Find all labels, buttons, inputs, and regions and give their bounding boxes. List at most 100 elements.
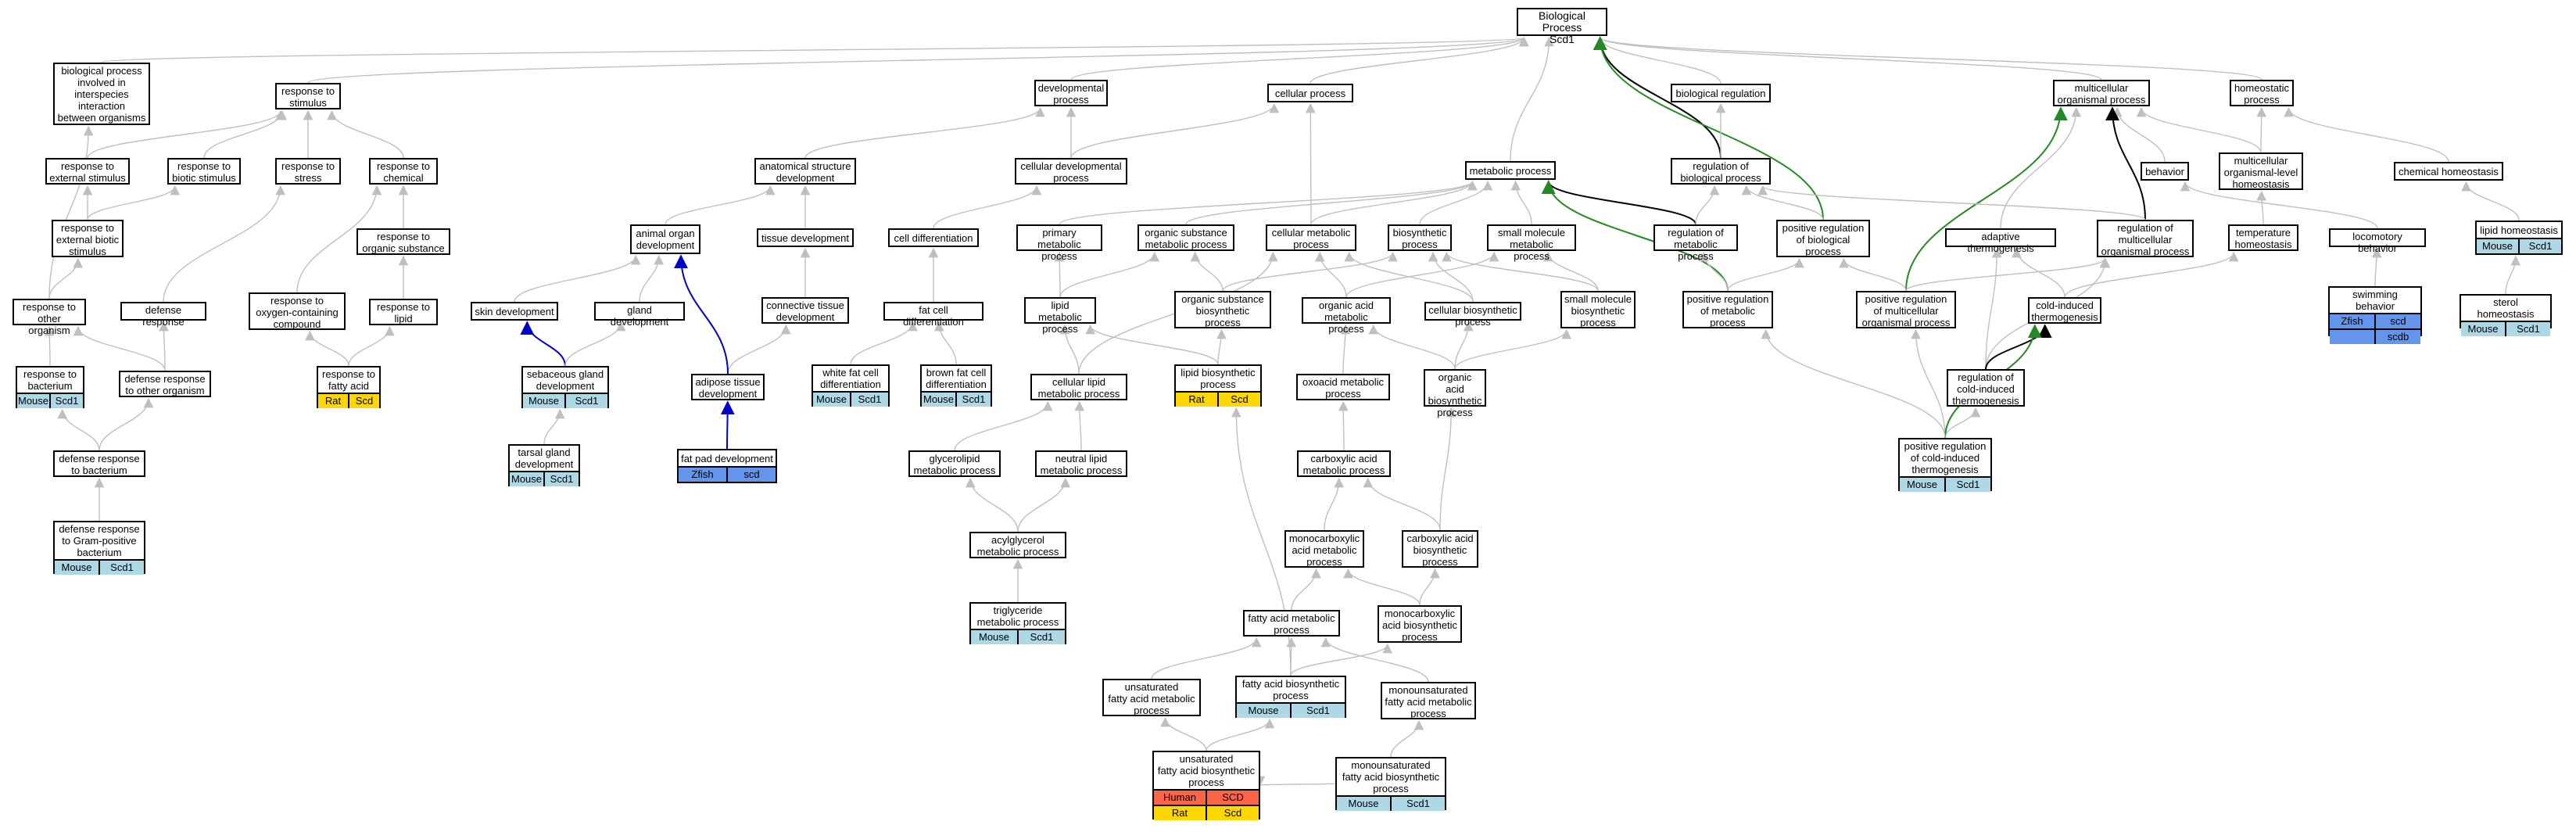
go-term-small-mol-metab[interactable]: small molecule metabolic process xyxy=(1487,224,1576,262)
is-a-edge-acylglycerol-to-neutral-lipid xyxy=(1017,477,1071,533)
go-term-primary-metab[interactable]: primary metabolic process xyxy=(1016,224,1102,262)
go-term-pos-reg-bio[interactable]: positive regulation of biological proces… xyxy=(1776,220,1870,257)
go-term-org-acid-metab[interactable]: organic acid metabolic process xyxy=(1302,297,1391,335)
go-term-resp-ext[interactable]: response to external stimulus xyxy=(45,158,130,185)
go-term-cold-thermo[interactable]: cold-induced thermogenesis xyxy=(2028,297,2101,324)
go-term-def-resp-gram[interactable]: defense response to Gram-positive bacter… xyxy=(53,521,145,575)
go-term-cell-lipid-metab[interactable]: cellular lipid metabolic process xyxy=(1030,374,1127,400)
go-term-monocarb-metab[interactable]: monocarboxylic acid metabolic process xyxy=(1284,530,1364,568)
go-term-org-sub-metab[interactable]: organic substance metabolic process xyxy=(1138,224,1234,251)
go-term-monocarb-biosyn[interactable]: monocarboxylic acid biosynthetic process xyxy=(1378,605,1462,643)
annotation-cell: Mouse xyxy=(922,393,955,407)
go-term-pos-reg-metab[interactable]: positive regulation of metabolic process xyxy=(1682,291,1773,328)
go-term-neutral-lipid[interactable]: neutral lipid metabolic process xyxy=(1035,450,1127,477)
go-term-resp-oxy[interactable]: response to oxygen-containing compound xyxy=(249,292,346,330)
go-term-resp-chem[interactable]: response to chemical xyxy=(369,158,438,185)
go-term-biosynth[interactable]: biosynthetic process xyxy=(1388,224,1452,251)
go-term-pos-reg-multi[interactable]: positive regulation of multicellular org… xyxy=(1856,291,1956,328)
go-term-cell-diff[interactable]: cell differentiation xyxy=(888,228,979,247)
go-term-monounsat-metab[interactable]: monounsaturated fatty acid metabolic pro… xyxy=(1381,682,1476,719)
go-term-oxoacid-metab[interactable]: oxoacid metabolic process xyxy=(1296,374,1390,400)
go-term-cell-proc[interactable]: cellular process xyxy=(1267,84,1353,102)
go-term-conn-tissue[interactable]: connective tissue development xyxy=(761,297,849,324)
go-term-org-acid-biosyn[interactable]: organic acid biosynthetic process xyxy=(1424,369,1486,418)
go-term-acylglycerol[interactable]: acylglycerol metabolic process xyxy=(969,532,1066,558)
go-term-skin-dev[interactable]: skin development xyxy=(471,302,558,321)
go-term-carbox-biosyn[interactable]: carboxylic acid biosynthetic process xyxy=(1402,530,1478,568)
go-term-fatty-acid-metab[interactable]: fatty acid metabolic process xyxy=(1243,610,1340,637)
go-term-defense-resp[interactable]: defense response xyxy=(120,302,206,328)
go-term-cell-dev[interactable]: cellular developmental process xyxy=(1015,158,1127,185)
go-term-behavior[interactable]: behavior xyxy=(2141,162,2189,181)
go-term-tissue-dev[interactable]: tissue development xyxy=(757,228,854,247)
go-term-anat-dev[interactable]: anatomical structure development xyxy=(754,158,856,185)
go-term-reg-bio[interactable]: regulation of biological process xyxy=(1671,158,1771,185)
go-term-reg-metab[interactable]: regulation of metabolic process xyxy=(1653,224,1738,262)
annotation-cell: Zfish xyxy=(2330,314,2374,328)
go-term-label: locomotory behavior xyxy=(2352,231,2402,254)
go-term-org-sub-biosyn[interactable]: organic substance biosynthetic process xyxy=(1174,291,1271,328)
go-term-multi-proc[interactable]: multicellular organismal process xyxy=(2053,80,2150,106)
go-term-label: response to oxygen-containing compound xyxy=(256,295,339,330)
go-term-cell-metab[interactable]: cellular metabolic process xyxy=(1266,224,1356,251)
go-term-resp-lipid[interactable]: response to lipid xyxy=(369,299,438,325)
is-a-edge-lipid-biosyn-to-lipid-metab xyxy=(1085,324,1219,365)
go-term-reg-multi[interactable]: regulation of multicellular organismal p… xyxy=(2097,220,2194,257)
go-term-loco-behavior[interactable]: locomotory behavior xyxy=(2329,228,2426,254)
is-a-edge-cell-dev-to-cell-proc xyxy=(1070,102,1280,159)
go-term-adaptive-thermo[interactable]: adaptive thermogenesis xyxy=(1945,228,2056,254)
go-term-resp-stim[interactable]: response to stimulus xyxy=(275,83,341,109)
go-term-gland-dev[interactable]: gland development xyxy=(594,302,685,328)
go-term-animal-organ[interactable]: animal organ development xyxy=(630,224,700,254)
go-term-reg-cold[interactable]: regulation of cold-induced thermogenesis xyxy=(1947,369,2025,407)
go-term-dev-proc[interactable]: developmental process xyxy=(1034,80,1108,106)
go-term-small-mol-biosyn[interactable]: small molecule biosynthetic process xyxy=(1560,291,1636,328)
go-term-resp-biotic[interactable]: response to biotic stimulus xyxy=(167,158,241,185)
go-term-resp-other[interactable]: response to other organism xyxy=(13,299,86,336)
annotation-cell: Human xyxy=(1154,791,1206,805)
go-term-pos-reg-cold[interactable]: positive regulation of cold-induced ther… xyxy=(1898,438,1992,492)
go-term-unsat-fa-metab[interactable]: unsaturated fatty acid metabolic process xyxy=(1102,679,1201,716)
is-a-edge-org-sub-biosyn-to-biosynth xyxy=(1222,251,1398,292)
go-term-glycerolipid[interactable]: glycerolipid metabolic process xyxy=(908,450,1001,477)
is-a-edge-reg-cold-to-cold-thermo xyxy=(1985,324,2052,370)
go-term-resp-ext-biotic[interactable]: response to external biotic stimulus xyxy=(52,220,124,257)
go-term-interspecies[interactable]: biological process involved in interspec… xyxy=(53,63,150,125)
go-term-cell-biosyn[interactable]: cellular biosynthetic process xyxy=(1424,302,1521,328)
go-term-monounsat-biosyn[interactable]: monounsaturated fatty acid biosynthetic … xyxy=(1335,757,1446,811)
go-term-metab[interactable]: metabolic process xyxy=(1465,161,1556,180)
annotation-cell: Scd1 xyxy=(99,561,144,575)
go-term-homeo-proc[interactable]: homeostatic process xyxy=(2230,80,2294,106)
go-term-carbox-metab[interactable]: carboxylic acid metabolic process xyxy=(1297,450,1391,477)
go-term-fat-cell-diff[interactable]: fat cell differentiation xyxy=(883,302,983,328)
go-term-temp-homeo[interactable]: temperature homeostasis xyxy=(2228,224,2298,251)
go-term-bio-reg[interactable]: biological regulation xyxy=(1671,84,1771,102)
go-term-multi-homeo[interactable]: multicellular organismal-level homeostas… xyxy=(2219,152,2303,190)
is-a-edge-skin-dev-to-animal-organ xyxy=(514,254,641,303)
go-term-chem-homeo[interactable]: chemical homeostasis xyxy=(2394,162,2503,181)
go-term-lipid-metab[interactable]: lipid metabolic process xyxy=(1024,297,1096,335)
go-term-unsat-fa-biosyn[interactable]: unsaturated fatty acid biosynthetic proc… xyxy=(1152,751,1260,820)
go-term-adipose-dev[interactable]: adipose tissue development xyxy=(691,374,765,400)
go-term-resp-stress[interactable]: response to stress xyxy=(275,158,341,185)
go-term-label: multicellular organismal process xyxy=(2057,82,2146,106)
go-term-def-resp-other[interactable]: defense response to other organism xyxy=(119,371,211,397)
go-term-bp[interactable]: Biological Process Scd1 xyxy=(1517,8,1607,45)
go-term-resp-org-sub[interactable]: response to organic substance xyxy=(356,228,450,255)
go-term-def-resp-bact[interactable]: defense response to bacterium xyxy=(53,450,145,477)
